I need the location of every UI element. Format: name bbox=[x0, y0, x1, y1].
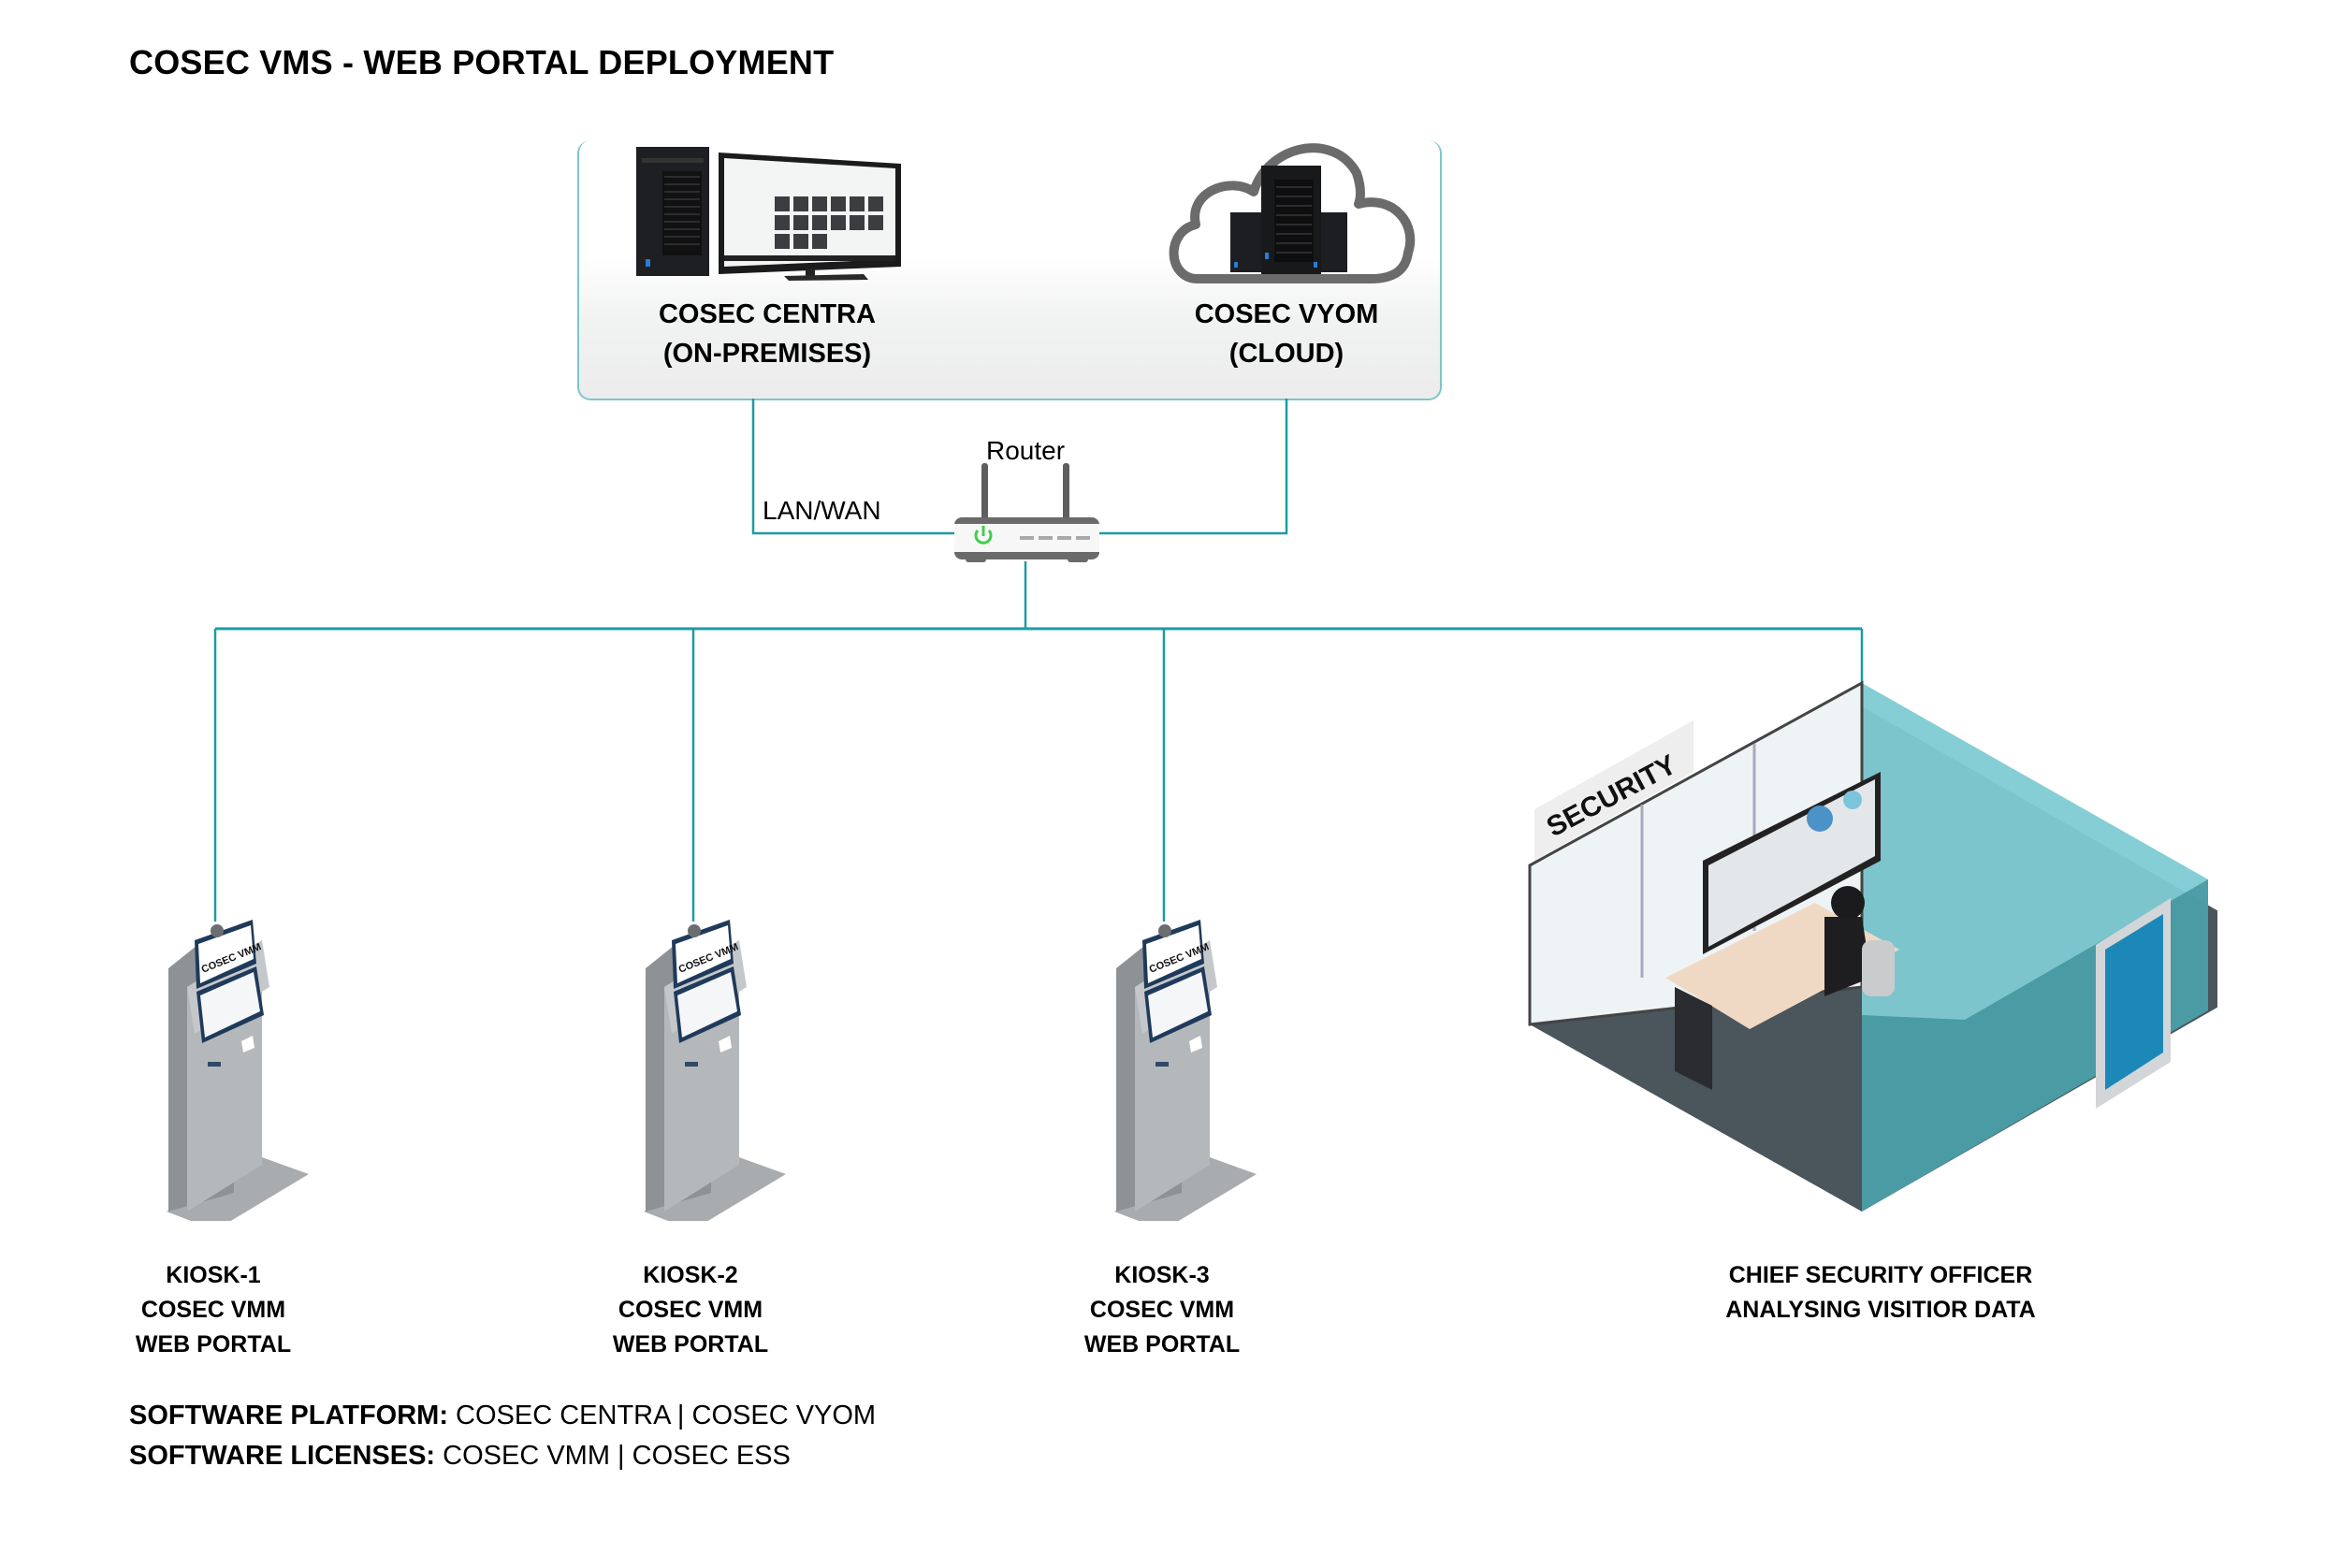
footer-platform: SOFTWARE PLATFORM: COSEC CENTRA | COSEC … bbox=[129, 1401, 876, 1431]
kiosk-portal: WEB PORTAL bbox=[135, 1331, 292, 1357]
server-name: COSEC CENTRA bbox=[658, 299, 876, 329]
server-subtitle: (CLOUD) bbox=[1228, 339, 1344, 369]
caption-line-2: ANALYSING VISITIOR DATA bbox=[1725, 1297, 2036, 1323]
diagram-title: COSEC VMS - WEB PORTAL DEPLOYMENT bbox=[129, 43, 835, 81]
door bbox=[2105, 914, 2163, 1090]
server-name: COSEC VYOM bbox=[1194, 299, 1379, 329]
cloud-servers-icon bbox=[1169, 143, 1416, 283]
kiosk-software: COSEC VMM bbox=[618, 1297, 763, 1323]
server-with-monitor-icon bbox=[636, 147, 901, 281]
licenses-value: COSEC VMM | COSEC ESS bbox=[443, 1441, 791, 1471]
kiosk-portal: WEB PORTAL bbox=[1083, 1331, 1241, 1357]
security-room-caption: CHIEF SECURITY OFFICER ANALYSING VISITIO… bbox=[1693, 1258, 2068, 1328]
router-label: Router bbox=[986, 436, 1066, 465]
kiosk-id: KIOSK-3 bbox=[1114, 1262, 1210, 1288]
kiosk-label-2: KIOSK-2 COSEC VMM WEB PORTAL bbox=[550, 1258, 831, 1362]
kiosk-label-3: KIOSK-3 COSEC VMM WEB PORTAL bbox=[1022, 1258, 1302, 1362]
security-room-illustration: SECURITY bbox=[1528, 680, 2217, 1212]
kiosk-id: KIOSK-2 bbox=[643, 1262, 738, 1288]
kiosk-icon: COSEC VMM bbox=[644, 920, 786, 1221]
connector-centra-router bbox=[751, 399, 954, 535]
licenses-label: SOFTWARE LICENSES: bbox=[129, 1441, 436, 1471]
officer bbox=[1831, 886, 1865, 920]
kiosk-icon: COSEC VMM bbox=[1114, 920, 1257, 1221]
kiosk-label-1: KIOSK-1 COSEC VMM WEB PORTAL bbox=[73, 1258, 354, 1362]
security-sign bbox=[1534, 720, 1693, 861]
kiosk-software: COSEC VMM bbox=[140, 1297, 286, 1323]
kiosk-software: COSEC VMM bbox=[1089, 1297, 1235, 1323]
router-icon bbox=[954, 463, 1099, 562]
lan-wan-label: LAN/WAN bbox=[763, 496, 881, 525]
power-icon bbox=[974, 526, 993, 544]
server-label-centra: COSEC CENTRA (ON-PREMISES) bbox=[618, 295, 917, 373]
chair bbox=[1862, 940, 1895, 996]
server-subtitle: (ON-PREMISES) bbox=[662, 339, 872, 369]
kiosk-icon: COSEC VMM bbox=[167, 920, 309, 1221]
kiosk-id: KIOSK-1 bbox=[166, 1262, 261, 1288]
connector-vyom-router bbox=[1097, 399, 1288, 535]
footer-licenses: SOFTWARE LICENSES: COSEC VMM | COSEC ESS bbox=[129, 1441, 791, 1472]
platform-label: SOFTWARE PLATFORM: bbox=[129, 1401, 448, 1430]
platform-value: COSEC CENTRA | COSEC VYOM bbox=[456, 1401, 877, 1430]
kiosk-portal: WEB PORTAL bbox=[612, 1331, 769, 1357]
caption-line-1: CHIEF SECURITY OFFICER bbox=[1728, 1262, 2033, 1288]
server-label-vyom: COSEC VYOM (CLOUD) bbox=[1137, 295, 1436, 373]
